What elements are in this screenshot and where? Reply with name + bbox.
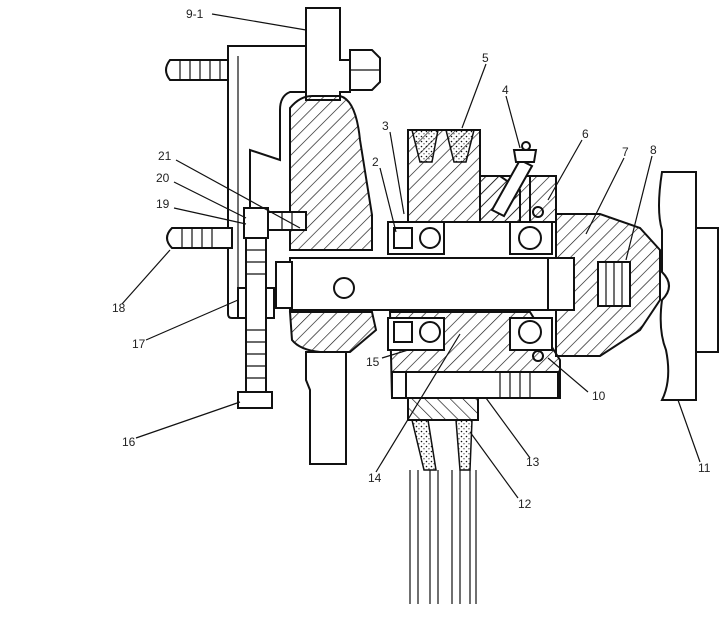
callout-7: 7 [622, 145, 629, 159]
shaft [275, 257, 553, 311]
callout-10: 10 [592, 389, 606, 403]
leader-lines [121, 13, 701, 499]
callout-3: 3 [382, 119, 389, 133]
callout-14: 14 [368, 471, 382, 485]
callout-21: 21 [158, 149, 172, 163]
bearings [387, 206, 553, 362]
callout-4: 4 [502, 83, 509, 97]
callout-13: 13 [526, 455, 540, 469]
grease-nipple [490, 141, 538, 218]
lower-stud [166, 227, 233, 249]
callout-16: 16 [122, 435, 136, 449]
upper-stud [165, 49, 381, 91]
bearing-housing [288, 95, 378, 465]
callout-15: 15 [366, 355, 380, 369]
callout-20: 20 [156, 171, 170, 185]
callout-2: 2 [372, 155, 379, 169]
callout-8: 8 [650, 143, 657, 157]
callout-5: 5 [482, 51, 489, 65]
callout-labels: 9-1 5 4 3 6 2 7 8 21 20 19 18 17 15 10 1… [112, 7, 711, 511]
callout-9-1: 9-1 [186, 7, 204, 21]
callout-19: 19 [156, 197, 170, 211]
callout-12: 12 [518, 497, 532, 511]
callout-11: 11 [698, 461, 711, 475]
callout-6: 6 [582, 127, 589, 141]
through-bolt [391, 371, 559, 399]
coupling [547, 213, 661, 357]
callout-17: 17 [132, 337, 146, 351]
motor-flange [658, 171, 719, 401]
callout-18: 18 [112, 301, 126, 315]
